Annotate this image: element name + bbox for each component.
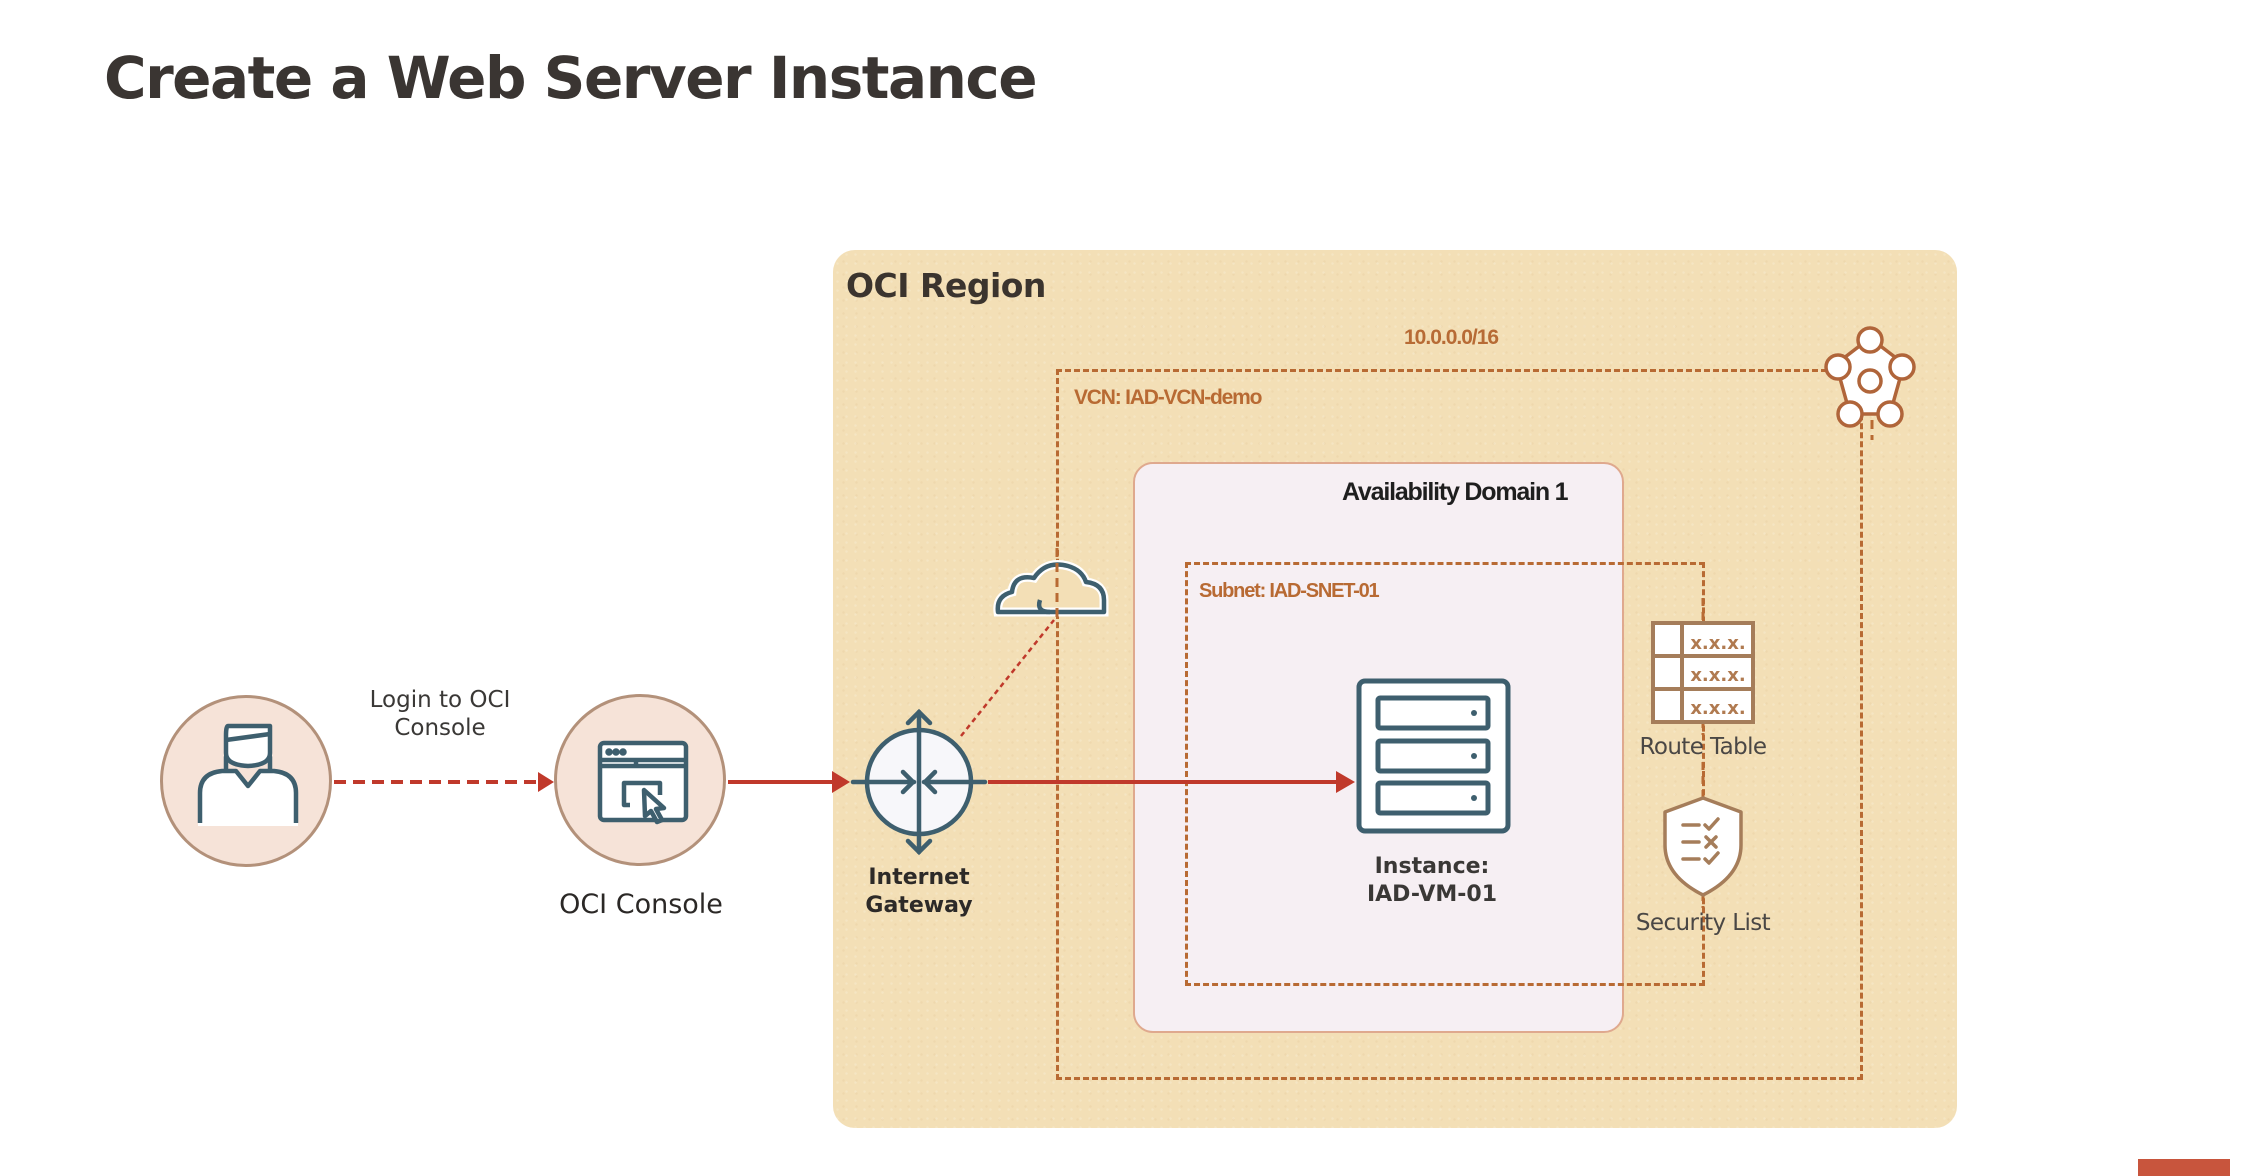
- vcn-cidr-label: 10.0.0.0/16: [1404, 326, 1499, 349]
- vcn-label: VCN: IAD-VCN-demo: [1074, 386, 1262, 409]
- internet-gateway-label: Internet Gateway: [849, 864, 989, 920]
- instance-label: Instance: IAD-VM-01: [1332, 853, 1532, 909]
- login-label-line2: Console: [394, 715, 486, 741]
- slide-title: Create a Web Server Instance: [104, 44, 1038, 112]
- login-arrowhead: [538, 772, 554, 792]
- console-node: [554, 694, 726, 866]
- instance-label-line2: IAD-VM-01: [1366, 882, 1498, 907]
- vcn-boundary: [1056, 369, 1863, 1080]
- user-node: [160, 695, 332, 867]
- slide-accent-block: [2138, 1159, 2230, 1176]
- region-label: OCI Region: [846, 266, 1046, 305]
- instance-label-line1: Instance:: [1374, 854, 1490, 879]
- console-label: OCI Console: [559, 889, 723, 920]
- login-label-line1: Login to OCI: [369, 687, 511, 713]
- route-table-label: Route Table: [1639, 734, 1768, 760]
- availability-domain-label: Availability Domain 1: [1342, 478, 1569, 506]
- subnet-label: Subnet: IAD-SNET-01: [1199, 580, 1380, 602]
- security-list-label: Security List: [1635, 910, 1771, 936]
- internet-gateway-label-line1: Internet: [868, 865, 970, 890]
- internet-gateway-label-line2: Gateway: [865, 893, 973, 918]
- login-label: Login to OCI Console: [340, 686, 540, 742]
